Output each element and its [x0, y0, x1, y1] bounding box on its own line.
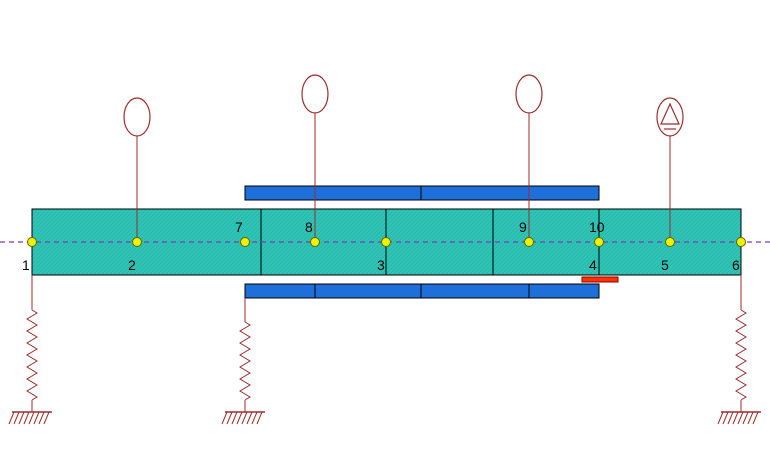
spring-ground-icon [735, 309, 747, 401]
node-dot-icon[interactable] [524, 237, 534, 247]
node-label: 1 [22, 257, 30, 273]
spring-ground-icon [26, 309, 38, 401]
triangle-mark [660, 102, 680, 125]
node-label: 10 [589, 219, 605, 235]
spring-node-6 [717, 275, 761, 425]
ground-hatch [8, 411, 50, 425]
node-dot-icon[interactable] [27, 237, 37, 247]
spring-node-1 [8, 275, 52, 425]
node-label: 5 [661, 257, 669, 273]
upper-sleeve [244, 185, 600, 201]
circle-disk-icon [301, 74, 329, 114]
node-dot-icon[interactable] [665, 237, 675, 247]
node-dot-icon[interactable] [381, 237, 391, 247]
node-9[interactable]: 9 [519, 219, 534, 247]
node-10[interactable]: 10 [589, 219, 605, 247]
node-3[interactable]: 3 [377, 237, 391, 274]
node-7[interactable]: 7 [235, 219, 250, 247]
node-dot-icon[interactable] [310, 237, 320, 247]
disk-node-8 [301, 74, 329, 242]
node-label: 3 [377, 257, 385, 273]
triangle-disk-icon [656, 97, 684, 137]
node-label: 4 [589, 257, 597, 273]
node-dot-icon[interactable] [736, 237, 746, 247]
red-marker-bar [581, 276, 619, 283]
disk-node-9 [515, 74, 543, 242]
node-dot-icon[interactable] [240, 237, 250, 247]
node-label: 8 [305, 219, 313, 235]
node-2[interactable]: 2 [128, 237, 142, 274]
spring-ground-icon [239, 321, 251, 401]
node-dot-icon[interactable] [132, 237, 142, 247]
node-label: 9 [519, 219, 527, 235]
node-8[interactable]: 8 [305, 219, 320, 247]
node-5[interactable]: 5 [661, 237, 675, 274]
node-label: 2 [128, 257, 136, 273]
node-1[interactable]: 1 [22, 237, 37, 274]
node-label: 6 [732, 257, 740, 273]
red-marker [581, 276, 619, 283]
circle-disk-icon [515, 74, 543, 114]
node-dot-icon[interactable] [594, 237, 604, 247]
spring-node-7 [221, 298, 265, 425]
lower-sleeve-body [244, 283, 600, 299]
node-4[interactable]: 4 [589, 257, 597, 273]
circle-disk-icon [123, 97, 151, 137]
lower-sleeve [244, 283, 600, 299]
disk-node-5 [656, 97, 684, 242]
node-label: 7 [235, 219, 243, 235]
ground-hatch [717, 411, 759, 425]
upper-sleeve-body [244, 185, 600, 201]
node-6[interactable]: 6 [732, 237, 746, 274]
ground-hatch [221, 411, 263, 425]
disk-node-2 [123, 97, 151, 242]
